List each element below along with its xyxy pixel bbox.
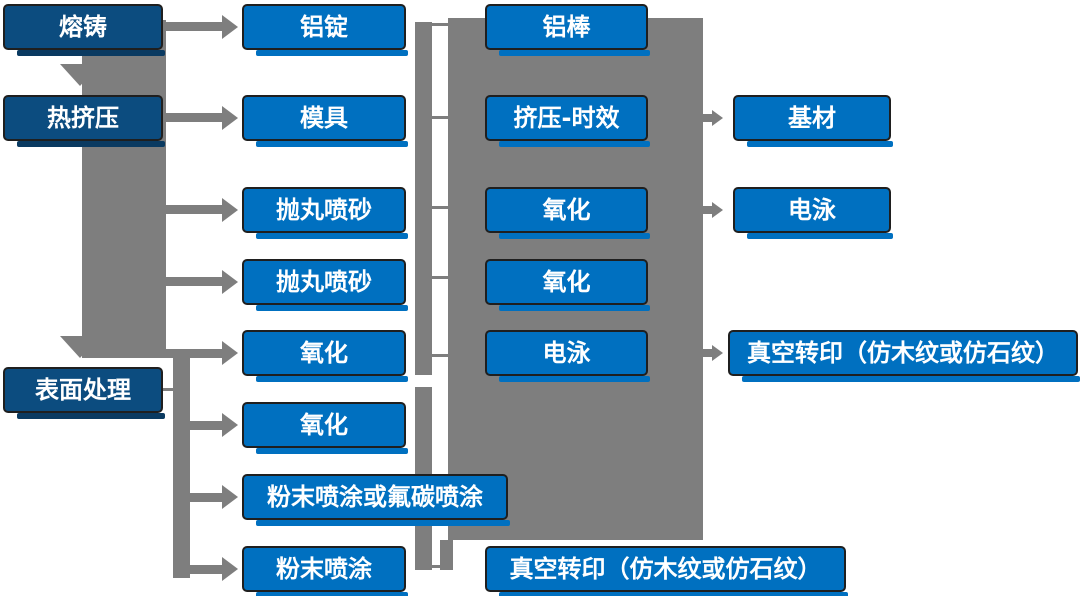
link-line-row4 xyxy=(432,276,448,279)
right-arrow-icon xyxy=(712,110,723,126)
down-arrow-icon xyxy=(60,64,100,86)
surface-treatment-connector-line xyxy=(162,388,174,391)
node-aluminum-ingot: 铝锭 xyxy=(242,4,408,56)
node-mould: 模具 xyxy=(242,95,408,147)
right-arrow-icon xyxy=(222,485,238,509)
arrow-stem xyxy=(703,349,712,357)
arrow-stem xyxy=(166,22,222,31)
right-arrow-icon xyxy=(712,202,723,218)
block-bottom-stub xyxy=(440,540,453,570)
node-shot-blasting-2: 抛丸喷砂 xyxy=(242,259,408,311)
node-vacuum-transfer-print-2: 真空转印（仿木纹或仿石纹） xyxy=(728,330,1080,382)
right-arrow-icon xyxy=(222,270,238,294)
arrow-stem xyxy=(166,277,222,286)
right-arrow-icon xyxy=(222,341,238,365)
node-powder-coating: 粉末喷涂 xyxy=(242,546,408,596)
link-line-row3 xyxy=(432,206,448,209)
node-aluminum-rod: 铝棒 xyxy=(485,4,650,56)
node-electrophoresis-2: 电泳 xyxy=(733,187,893,239)
node-oxidation-4: 氧化 xyxy=(485,259,650,311)
node-extrusion-aging: 挤压-时效 xyxy=(485,95,650,147)
right-arrow-icon xyxy=(222,413,238,437)
node-electrophoresis-1: 电泳 xyxy=(485,330,650,382)
down-arrow-icon xyxy=(60,336,100,358)
node-oxidation-1: 氧化 xyxy=(242,330,408,382)
arrow-stem xyxy=(166,205,222,214)
arrow-stem xyxy=(703,206,712,214)
arrow-stem xyxy=(190,565,222,574)
right-arrow-icon xyxy=(222,557,238,581)
node-powder-or-fluorocarbon-coating: 粉末喷涂或氟碳喷涂 xyxy=(242,474,510,526)
arrow-stem xyxy=(190,421,222,430)
link-line-row5 xyxy=(432,354,448,357)
arrow-stem xyxy=(190,493,222,502)
link-line-row8 xyxy=(432,565,441,568)
node-vacuum-transfer-print-1: 真空转印（仿木纹或仿石纹） xyxy=(485,546,848,596)
node-melting-casting: 熔铸 xyxy=(3,4,165,56)
middle-link-bar-upper xyxy=(415,22,432,375)
link-line-row1 xyxy=(432,23,448,26)
node-shot-blasting-1: 抛丸喷砂 xyxy=(242,187,408,239)
node-hot-extrusion: 热挤压 xyxy=(3,95,165,147)
node-oxidation-2: 氧化 xyxy=(242,402,408,454)
node-oxidation-3: 氧化 xyxy=(485,187,650,239)
link-line-row2 xyxy=(432,116,448,119)
node-substrate: 基材 xyxy=(733,95,893,147)
arrow-stem xyxy=(703,114,712,122)
arrow-stem xyxy=(166,113,222,122)
arrow-stem xyxy=(166,349,222,358)
right-arrow-icon xyxy=(222,106,238,130)
right-arrow-icon xyxy=(712,345,723,361)
node-surface-treatment: 表面处理 xyxy=(3,367,165,419)
surface-treatment-branch-bar xyxy=(173,352,190,578)
right-arrow-icon xyxy=(222,15,238,39)
right-arrow-icon xyxy=(222,198,238,222)
